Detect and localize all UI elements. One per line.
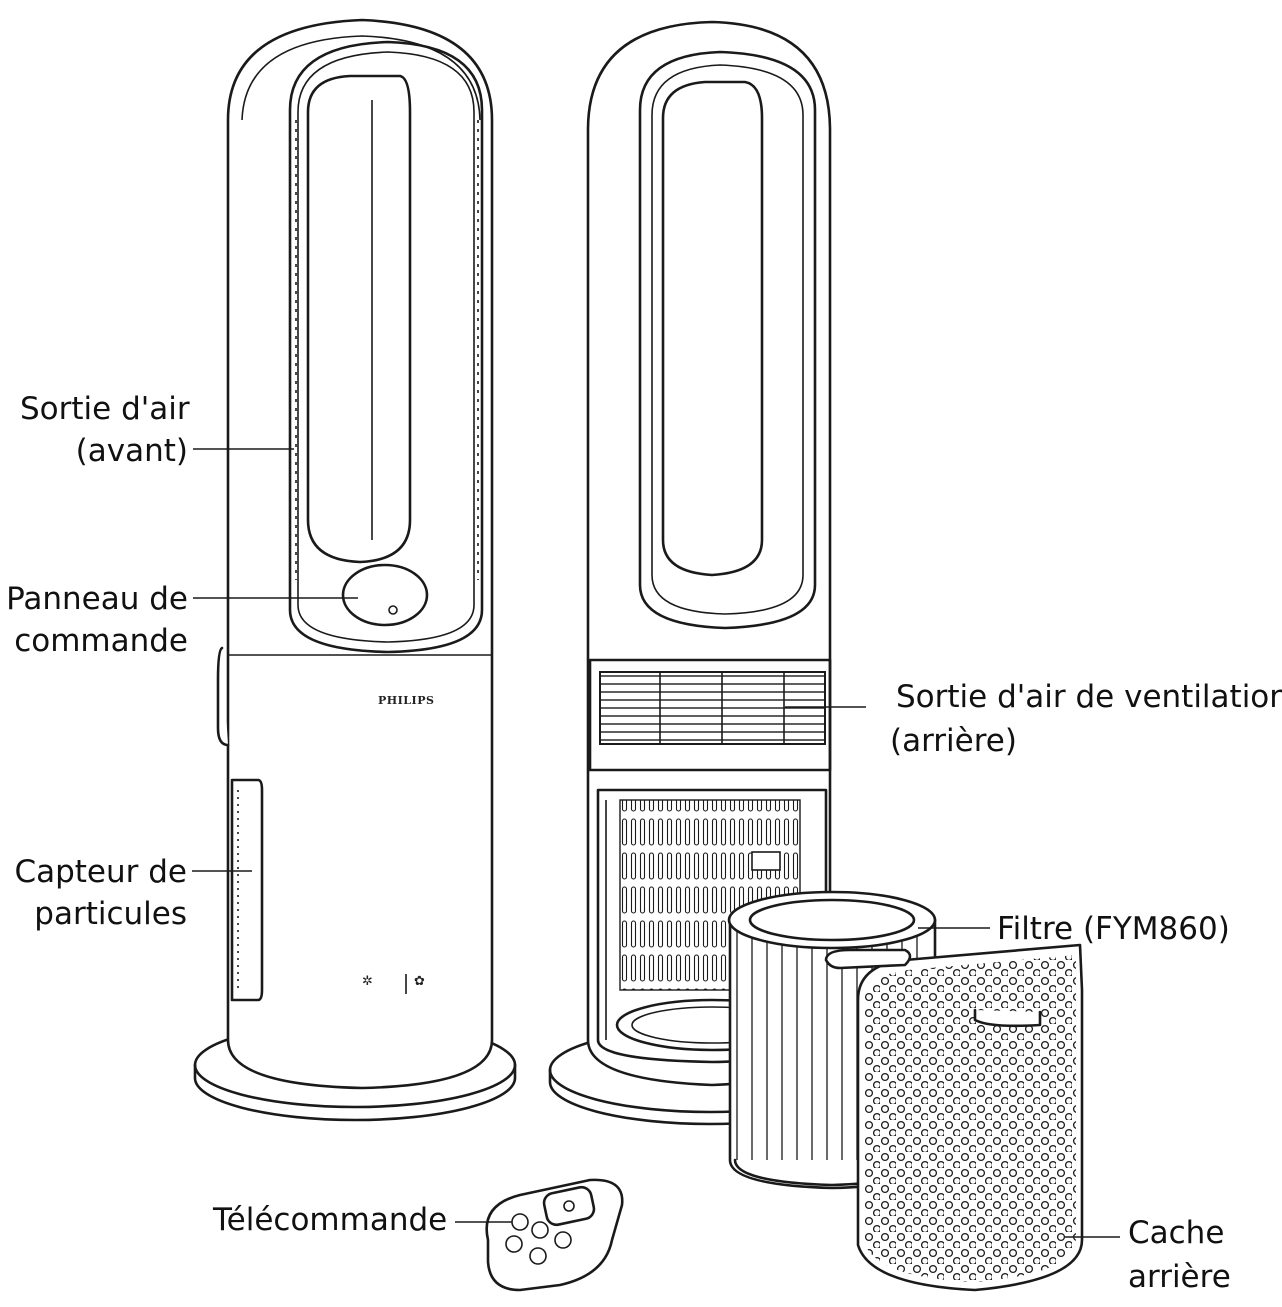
label-air-outlet-front-line2: (avant) (75, 433, 188, 469)
back-cover-handle (973, 1008, 1042, 1028)
vent-band (588, 658, 832, 772)
front-icons: ✲ ✿ (362, 974, 425, 994)
label-filter: Filtre (FYM860) (997, 911, 1230, 947)
brand-logo: PHILIPS (378, 694, 435, 707)
remote-control (485, 1178, 624, 1292)
label-remote: Télécommande (213, 1202, 448, 1238)
particle-sensor-panel (230, 778, 264, 1002)
front-unit-body (226, 18, 494, 1090)
leader-lines (192, 448, 1120, 1238)
back-unit (548, 20, 872, 1126)
label-back-cover-line1: Cache (1128, 1215, 1225, 1251)
label-particle-sensor-line1: Capteur de (14, 854, 187, 890)
label-control-panel-line1: Panneau de (6, 581, 188, 617)
back-cover (824, 943, 1084, 1292)
filter-top-ring (727, 890, 937, 950)
label-vent-outlet-back-line1: Sortie d'air de ventilation (896, 679, 1282, 715)
label-vent-outlet-back-line2: (arrière) (890, 723, 1017, 759)
control-panel-dial (341, 563, 429, 627)
label-back-cover-line2: arrière (1128, 1259, 1231, 1295)
side-button (216, 646, 230, 747)
label-particle-sensor-line2: particules (34, 896, 187, 932)
label-control-panel-line2: commande (14, 623, 188, 659)
svg-text:✿: ✿ (414, 974, 425, 989)
svg-text:✲: ✲ (362, 974, 373, 989)
label-air-outlet-front-line1: Sortie d'air (20, 391, 190, 427)
vent-grille (599, 671, 826, 745)
front-unit: ✲ ✿ (193, 18, 517, 1122)
